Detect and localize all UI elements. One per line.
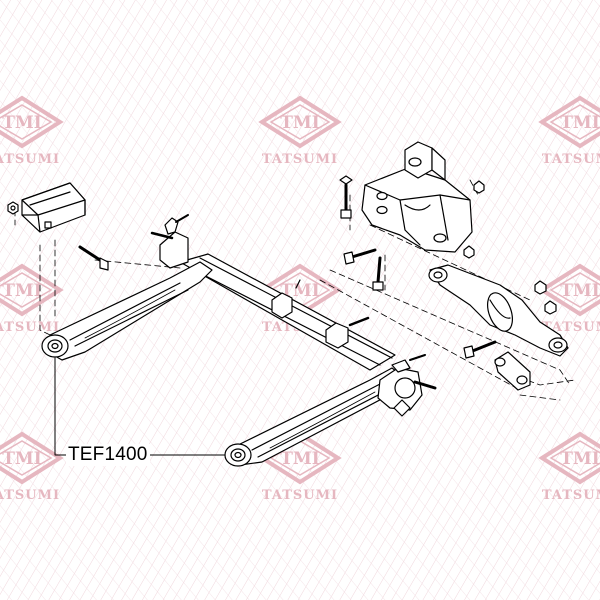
tmi-logo-text: TMI xyxy=(280,449,319,469)
bolt-left xyxy=(78,245,109,271)
mounting-bracket-upper xyxy=(361,141,473,253)
tatsumi-watermark-text: TATSUMI xyxy=(0,488,60,503)
tmi-logo-text: TMI xyxy=(280,113,319,133)
part-number-label: TEF1400 xyxy=(66,444,150,466)
twist-beam-axle xyxy=(41,214,437,467)
callout-leaders xyxy=(54,357,226,456)
tmi-watermark-logo: TMI TATSUMI xyxy=(0,95,64,167)
tatsumi-watermark-text: TATSUMI xyxy=(542,152,600,167)
tatsumi-watermark-text: TATSUMI xyxy=(262,152,338,167)
mounting-bracket-lower xyxy=(428,264,569,357)
tmi-watermark-logo: TMI TATSUMI xyxy=(538,263,600,335)
tatsumi-watermark-text: TATSUMI xyxy=(0,320,60,335)
tmi-watermark-logo: TMI TATSUMI xyxy=(0,431,64,503)
tmi-logo-text: TMI xyxy=(2,113,41,133)
chassis-bracket-left xyxy=(21,182,86,233)
tmi-watermark-logo: TMI TATSUMI xyxy=(0,263,64,335)
tmi-watermark-logo: TMI TATSUMI xyxy=(538,95,600,167)
tatsumi-watermark-text: TATSUMI xyxy=(262,488,338,503)
tmi-logo-text: TMI xyxy=(560,113,599,133)
tmi-logo-text: TMI xyxy=(2,449,41,469)
tmi-watermark-logo: TMI TATSUMI xyxy=(538,431,600,503)
lower-link xyxy=(463,340,531,391)
line-art xyxy=(7,141,576,467)
tmi-watermark-logo: TMI TATSUMI xyxy=(258,95,342,167)
tmi-logo-text: TMI xyxy=(280,281,319,301)
bolt-set-upper xyxy=(339,175,485,291)
nut-top-left xyxy=(7,201,19,215)
tatsumi-watermark-text: TATSUMI xyxy=(542,320,600,335)
tatsumi-watermark-text: TATSUMI xyxy=(542,488,600,503)
tmi-logo-text: TMI xyxy=(2,281,41,301)
tatsumi-watermark-text: TATSUMI xyxy=(0,152,60,167)
tmi-logo-text: TMI xyxy=(560,281,599,301)
tmi-logo-text: TMI xyxy=(560,449,599,469)
